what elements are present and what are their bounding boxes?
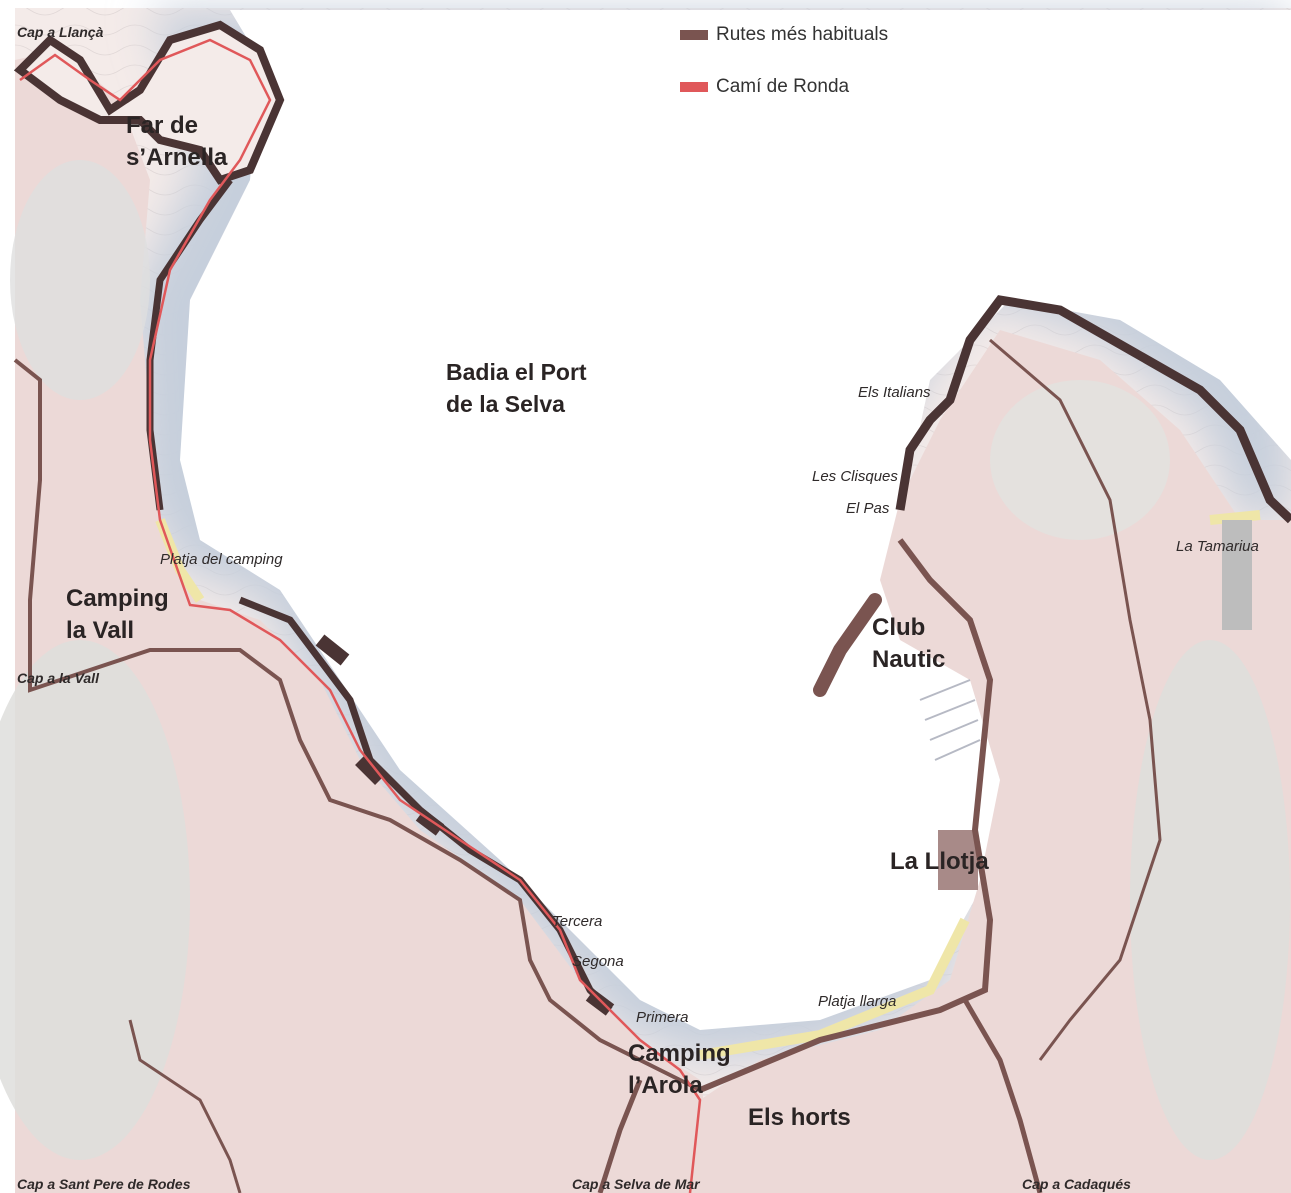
beach-llarga bbox=[699, 917, 970, 1060]
marina-pontoons bbox=[919, 679, 981, 761]
label-cap-llanca: Cap a Llançà bbox=[17, 24, 104, 40]
legend-coastal-path: Camí de Ronda bbox=[680, 76, 849, 98]
label-les-clisques: Les Clisques bbox=[812, 468, 898, 485]
label-club-line1: Club bbox=[872, 614, 926, 641]
label-camping-vall-line1: Camping bbox=[66, 585, 169, 612]
tamariua-valley bbox=[1222, 520, 1252, 630]
route-selva-mar bbox=[597, 1079, 643, 1193]
legend-swatch-routes bbox=[680, 30, 708, 40]
legend-label-coastal: Camí de Ronda bbox=[716, 76, 850, 97]
label-cap-vall: Cap a la Vall bbox=[17, 670, 99, 686]
label-bay-line2: de la Selva bbox=[446, 391, 565, 417]
label-bay: Badia el Port de la Selva bbox=[446, 356, 587, 420]
beach-tamariua bbox=[1209, 510, 1261, 525]
label-primera: Primera bbox=[636, 1009, 689, 1026]
label-els-horts: Els horts bbox=[748, 1104, 851, 1131]
label-camping-vall: Camping la Vall bbox=[66, 583, 169, 647]
route-east-loop bbox=[989, 338, 1162, 1061]
terrain-west bbox=[0, 640, 190, 1160]
label-club-nautic: Club Nautic bbox=[872, 612, 945, 676]
label-camping-vall-line2: la Vall bbox=[66, 617, 135, 644]
label-bay-line1: Badia el Port bbox=[446, 359, 587, 385]
label-la-tamariua: La Tamariua bbox=[1176, 538, 1259, 555]
terrain-west-2 bbox=[10, 160, 150, 400]
label-far-line1: Far de bbox=[126, 112, 199, 139]
label-els-italians: Els Italians bbox=[858, 384, 931, 401]
rocky-coast-west-outer bbox=[315, 634, 615, 1016]
label-far-arnella: Far de s’Arnella bbox=[126, 110, 227, 174]
label-club-line2: Nautic bbox=[872, 646, 946, 673]
rocky-coast-east bbox=[895, 295, 1291, 524]
route-sant-pere bbox=[128, 1019, 242, 1193]
label-el-pas: El Pas bbox=[846, 500, 890, 517]
label-platja-camping: Platja del camping bbox=[160, 551, 283, 568]
label-cap-cadaques: Cap a Cadaqués bbox=[1022, 1176, 1131, 1192]
label-camping-arola: Camping l’Arola bbox=[628, 1038, 731, 1102]
label-far-line2: s’Arnella bbox=[126, 144, 228, 171]
route-cadaques bbox=[962, 998, 1043, 1193]
label-cap-sant-pere: Cap a Sant Pere de Rodes bbox=[17, 1176, 191, 1192]
llotja-quay bbox=[938, 830, 978, 890]
land-west bbox=[15, 50, 720, 1193]
route-west-road bbox=[13, 358, 701, 1092]
headland-far bbox=[13, 20, 285, 185]
terrain-east bbox=[1130, 640, 1290, 1160]
legend-common-routes: Rutes més habituals bbox=[680, 24, 888, 46]
label-la-llotja: La Llotja bbox=[890, 848, 989, 875]
label-platja-llarga: Platja llarga bbox=[818, 993, 897, 1010]
legend-swatch-coastal bbox=[680, 82, 708, 92]
sea bbox=[180, 10, 1291, 1030]
route-cami-ronda bbox=[19, 38, 702, 1193]
route-town-main bbox=[698, 538, 994, 1093]
label-camping-arola-line2: l’Arola bbox=[628, 1072, 703, 1099]
label-cap-selva-mar: Cap a Selva de Mar bbox=[572, 1176, 700, 1192]
breakwater bbox=[813, 593, 882, 697]
legend-label-routes: Rutes més habituals bbox=[716, 24, 889, 45]
label-camping-arola-line1: Camping bbox=[628, 1040, 731, 1067]
label-segona: Segona bbox=[572, 953, 624, 970]
terrain-east-2 bbox=[990, 380, 1170, 540]
label-tercera: Tercera bbox=[552, 913, 603, 930]
